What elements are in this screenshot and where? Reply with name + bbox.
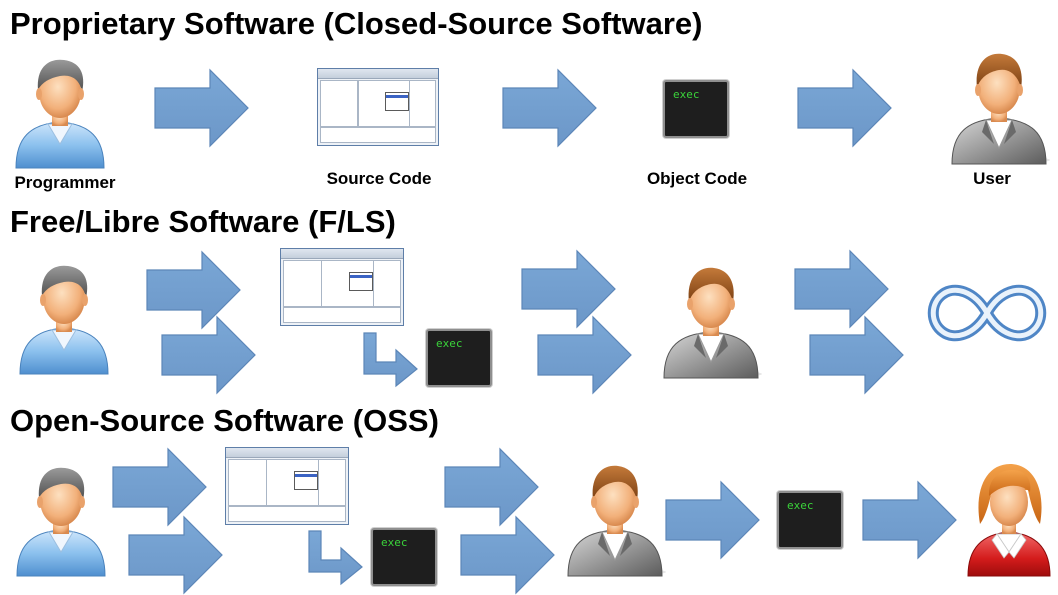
right-arrow-icon [797, 69, 892, 147]
female-user-person-icon [967, 463, 1051, 577]
right-arrow-icon [502, 69, 597, 147]
source-code-screenshot-icon [280, 248, 404, 326]
source-code-screenshot-icon [317, 68, 439, 146]
bent-arrow-icon [308, 530, 363, 585]
bent-arrow-icon [363, 332, 418, 387]
exec-label: exec [381, 536, 408, 549]
right-arrow-icon [460, 516, 555, 594]
exec-terminal-icon: exec [663, 80, 729, 138]
right-arrow-icon [128, 516, 223, 594]
exec-label: exec [787, 499, 814, 512]
right-arrow-icon [537, 316, 632, 394]
infinity-icon [927, 284, 1047, 342]
programmer-person-icon [15, 59, 105, 169]
caption-user: User [973, 169, 1011, 188]
user-person-icon [567, 465, 667, 577]
right-arrow-icon [809, 316, 904, 394]
right-arrow-icon [154, 69, 249, 147]
caption-programmer: Programmer [14, 173, 116, 192]
right-arrow-icon [161, 316, 256, 394]
caption-object-code: Object Code [646, 169, 748, 188]
exec-terminal-icon: exec [371, 528, 437, 586]
user-person-icon [663, 267, 763, 379]
section-title-free-libre: Free/Libre Software (F/LS) [10, 204, 396, 239]
caption-source-code: Source Code [326, 169, 432, 188]
programmer-person-icon [19, 265, 109, 375]
exec-terminal-icon: exec [777, 491, 843, 549]
programmer-person-icon [16, 467, 106, 577]
section-title-open-source: Open-Source Software (OSS) [10, 403, 439, 438]
exec-label: exec [436, 337, 463, 350]
source-code-screenshot-icon [225, 447, 349, 525]
exec-label: exec [673, 88, 700, 101]
section-title-proprietary: Proprietary Software (Closed-Source Soft… [10, 6, 703, 41]
right-arrow-icon [665, 481, 760, 559]
exec-terminal-icon: exec [426, 329, 492, 387]
right-arrow-icon [862, 481, 957, 559]
user-person-icon [951, 53, 1051, 165]
